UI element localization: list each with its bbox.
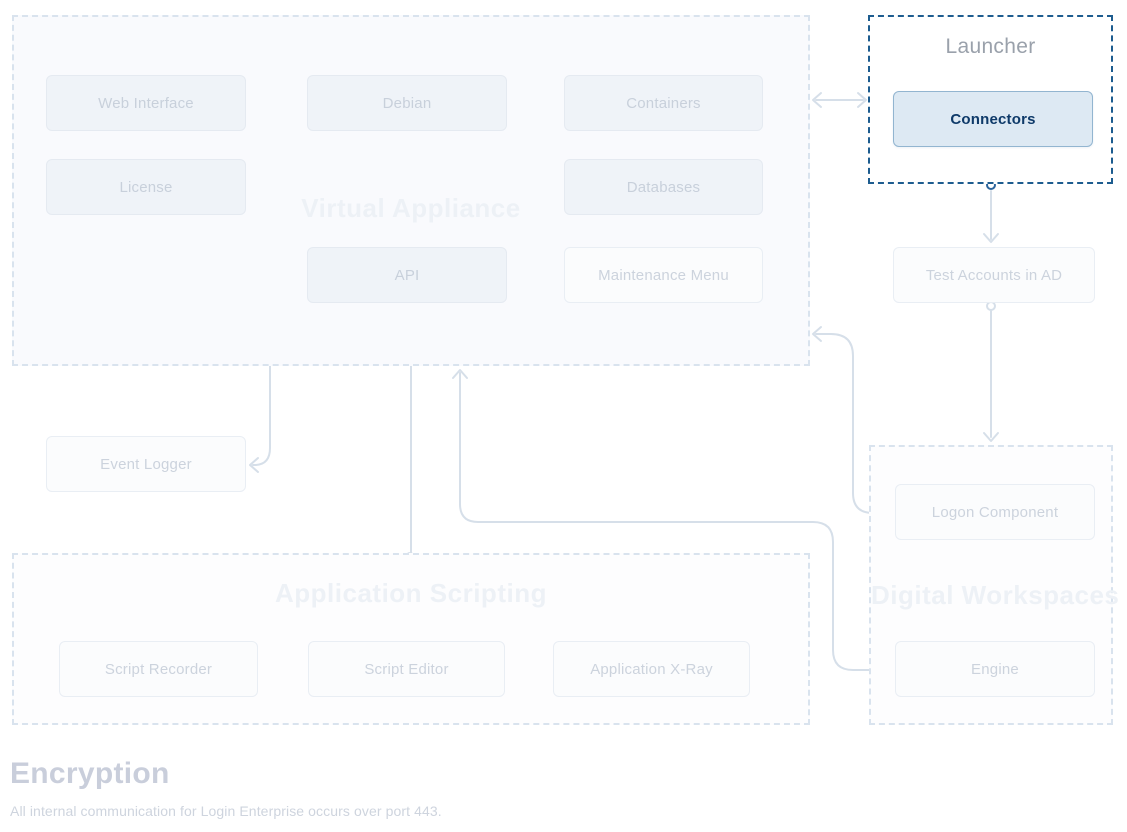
- node-debian[interactable]: Debian: [307, 75, 507, 131]
- node-application-x-ray[interactable]: Application X-Ray: [553, 641, 750, 697]
- arrowhead-into-event-logger: [249, 457, 259, 473]
- node-engine[interactable]: Engine: [895, 641, 1095, 697]
- node-logon-component[interactable]: Logon Component: [895, 484, 1095, 540]
- node-api[interactable]: API: [307, 247, 507, 303]
- anchor-test-accounts: [986, 301, 996, 311]
- group-title-application-scripting: Application Scripting: [275, 578, 547, 608]
- group-title-digital-workspaces: Digital Workspaces: [871, 580, 1120, 610]
- node-license[interactable]: License: [46, 159, 246, 215]
- group-application-scripting: Application Scripting: [12, 553, 810, 725]
- node-containers[interactable]: Containers: [564, 75, 763, 131]
- node-connectors[interactable]: Connectors: [893, 91, 1093, 147]
- node-script-recorder[interactable]: Script Recorder: [59, 641, 258, 697]
- group-title-launcher: Launcher: [945, 35, 1036, 58]
- arrowhead-into-test-accounts: [983, 233, 999, 243]
- arrowhead-into-appliance-right: [812, 326, 822, 342]
- node-script-editor[interactable]: Script Editor: [308, 641, 505, 697]
- arrowhead-into-appliance-bottom: [452, 369, 468, 379]
- node-databases[interactable]: Databases: [564, 159, 763, 215]
- arrowhead-into-digital-workspaces: [983, 432, 999, 442]
- node-event-logger[interactable]: Event Logger: [46, 436, 246, 492]
- arrowhead-into-launcher: [857, 92, 867, 108]
- encryption-description: All internal communication for Login Ent…: [10, 803, 442, 819]
- node-web-interface[interactable]: Web Interface: [46, 75, 246, 131]
- encryption-heading: Encryption: [10, 757, 170, 790]
- node-maintenance-menu[interactable]: Maintenance Menu: [564, 247, 763, 303]
- node-test-accounts-in-ad[interactable]: Test Accounts in AD: [893, 247, 1095, 303]
- arrowhead-into-appliance: [812, 92, 822, 108]
